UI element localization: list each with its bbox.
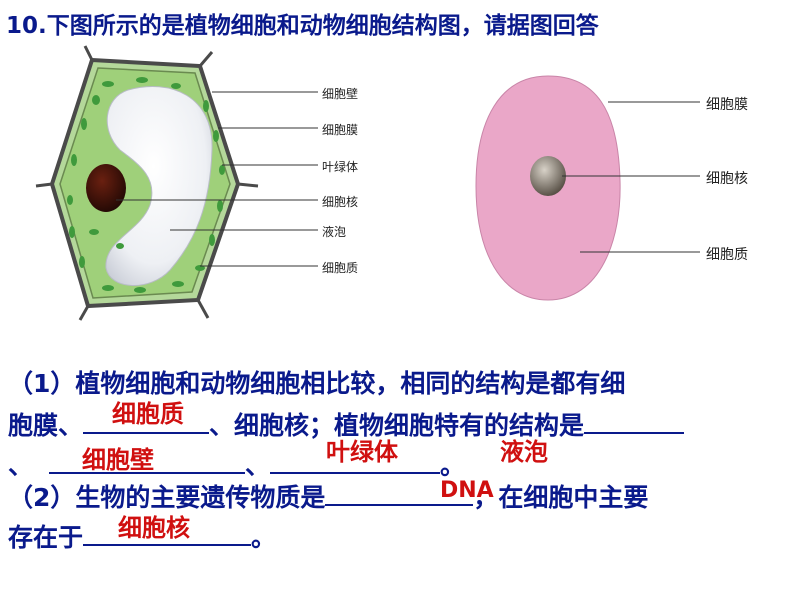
animal-nucleus — [530, 156, 566, 196]
cell-diagrams — [35, 45, 700, 321]
question-title: 10.下图所示的是植物细胞和动物细胞结构图，请据图回答 — [6, 13, 599, 39]
q2-line2: 存在于 。 — [8, 518, 276, 554]
q2-line1: （2）生物的主要遗传物质是 ，在细胞中主要 — [8, 478, 648, 514]
q1-line2: 胞膜、 、细胞核；植物细胞特有的结构是 — [8, 406, 685, 442]
q1-line2-b: 、细胞核；植物细胞特有的结构是 — [209, 411, 585, 440]
q2-line2-b: 。 — [251, 523, 277, 552]
plant-cell — [35, 45, 318, 321]
label-cell-membrane: 细胞膜 — [322, 123, 359, 137]
blank-1[interactable] — [83, 408, 210, 434]
animal-label-membrane: 细胞膜 — [706, 97, 748, 113]
blank-5[interactable] — [325, 480, 474, 506]
q2-line1-b: ，在细胞中主要 — [473, 483, 649, 512]
q1-line2-a: 胞膜、 — [8, 411, 84, 440]
label-chloroplast: 叶绿体 — [322, 160, 359, 174]
q2-line1-a: （2）生物的主要遗传物质是 — [8, 483, 326, 512]
answer-vacuole: 液泡 — [500, 438, 548, 466]
animal-label-nucleus: 细胞核 — [706, 171, 748, 187]
answer-chloroplast: 叶绿体 — [326, 438, 398, 466]
q1-line1: （1）植物细胞和动物细胞相比较，相同的结构是都有细 — [8, 369, 626, 398]
q1-line3-c: 。 — [440, 451, 466, 480]
animal-label-cytoplasm: 细胞质 — [706, 247, 748, 263]
animal-cell — [475, 75, 700, 301]
answer-dna: DNA — [440, 478, 494, 503]
q2-line2-a: 存在于 — [8, 523, 84, 552]
q1-line3-a: 、 — [8, 451, 34, 480]
blank-2[interactable] — [584, 408, 685, 434]
blank-3[interactable] — [49, 448, 246, 474]
q1-line3-b: 、 — [245, 451, 271, 480]
chloroplasts — [67, 77, 225, 293]
answer-cytoplasm: 细胞质 — [112, 400, 184, 428]
q1-line3: 、 、 。 — [8, 446, 465, 482]
answer-cell-wall: 细胞壁 — [82, 446, 154, 474]
label-vacuole: 液泡 — [322, 225, 347, 239]
label-nucleus: 细胞核 — [322, 195, 359, 209]
plant-vacuole — [105, 86, 213, 286]
blank-6[interactable] — [83, 520, 252, 546]
plant-nucleus — [86, 164, 126, 212]
answer-nucleus: 细胞核 — [118, 514, 190, 542]
blank-4[interactable] — [270, 448, 441, 474]
label-cell-wall: 细胞壁 — [322, 87, 359, 101]
label-cytoplasm: 细胞质 — [322, 261, 359, 275]
